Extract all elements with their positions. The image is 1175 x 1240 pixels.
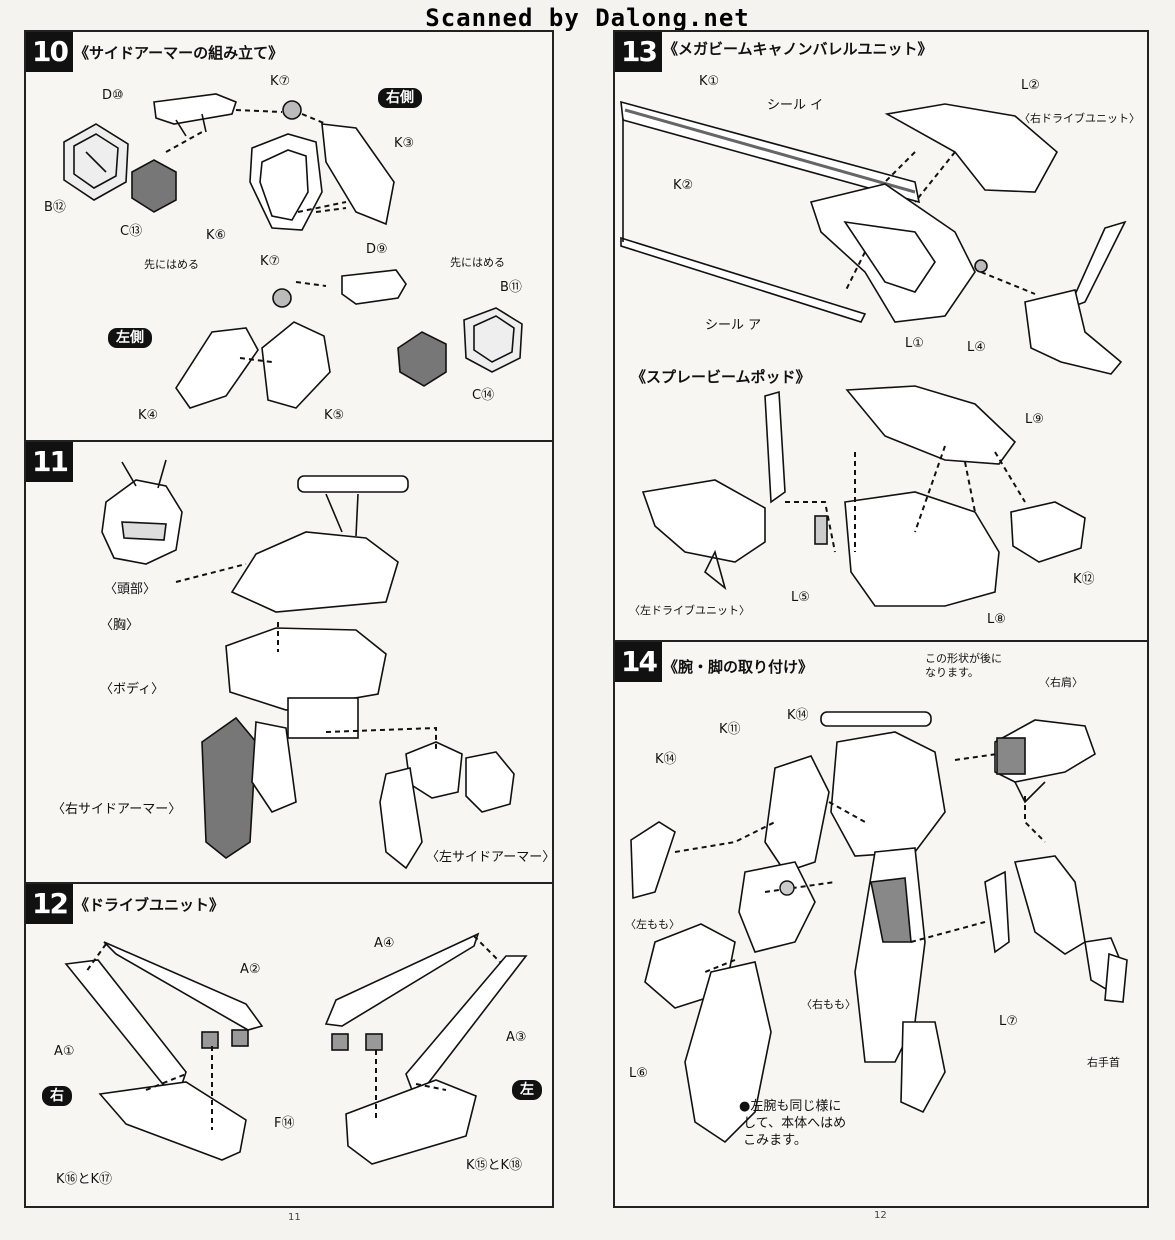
label-seal-a: シール ア — [705, 318, 762, 333]
step-12-illustration — [64, 932, 528, 1165]
label-k2: K② — [673, 178, 694, 193]
label-b11: B⑪ — [500, 280, 522, 295]
label-left-side-armor: 〈左サイドアーマー〉 — [426, 850, 554, 865]
label-k12: K⑫ — [1073, 572, 1095, 587]
right-badge: 右 — [42, 1086, 72, 1106]
step-11-panel: 11 〈頭部〉 〈胸〉 〈ボディ〉 — [24, 440, 554, 886]
label-c13: C⑬ — [120, 224, 143, 239]
label-left-thigh: 〈左もも〉 — [625, 918, 680, 931]
label-left-drive-unit: 〈左ドライブユニット〉 — [629, 604, 750, 617]
label-f14: F⑭ — [274, 1116, 295, 1131]
right-side-badge: 右側 — [378, 88, 422, 108]
label-k16-k17: K⑯とK⑰ — [56, 1172, 113, 1187]
step-14-illustration — [630, 711, 1128, 1144]
label-seal-i: シール イ — [767, 98, 824, 113]
step-10-panel: 10 《サイドアーマーの組み立て》 右側 左側 — [24, 30, 554, 444]
step-14-panel: 14 《腕・脚の取り付け》 — [613, 640, 1149, 1208]
label-b12: B⑫ — [44, 200, 66, 215]
label-k6: K⑥ — [206, 228, 227, 243]
label-right-drive-unit: 〈右ドライブユニット〉 — [1019, 112, 1140, 125]
label-l8: L⑧ — [987, 612, 1006, 627]
label-l5: L⑤ — [791, 590, 810, 605]
page-number-right: 12 — [874, 1210, 887, 1221]
label-k3: K③ — [394, 136, 415, 151]
left-side-badge: 左側 — [108, 328, 152, 348]
step-10-illustration — [63, 93, 523, 409]
label-shape-note: この形状が後に なります。 — [925, 652, 1002, 679]
label-right-side-armor: 〈右サイドアーマー〉 — [52, 802, 182, 817]
label-d10: D⑩ — [102, 88, 124, 103]
label-l4: L④ — [967, 340, 986, 355]
step-12-number: 12 — [26, 884, 73, 924]
label-right-thigh: 〈右もも〉 — [801, 998, 856, 1011]
label-k1: K① — [699, 74, 720, 89]
label-l2: L② — [1021, 78, 1040, 93]
label-a4: A④ — [374, 936, 395, 951]
label-k7-right: K⑦ — [270, 74, 291, 89]
page-number-left: 11 — [288, 1212, 301, 1223]
label-k11: K⑪ — [719, 722, 741, 737]
label-head: 〈頭部〉 — [104, 582, 157, 597]
label-k15-k18: K⑮とK⑱ — [466, 1158, 523, 1173]
step-14-title: 《腕・脚の取り付け》 — [663, 658, 814, 676]
step-12-panel: 12 《ドライブユニット》 右 左 A② A① F⑭ K⑯とK⑰ — [24, 882, 554, 1208]
step-13-subtitle: 《スプレービームポッド》 — [631, 368, 811, 386]
watermark: Scanned by Dalong.net — [425, 4, 750, 32]
step-10-number: 10 — [26, 32, 73, 72]
label-a3: A③ — [506, 1030, 527, 1045]
label-right-wrist: 右手首 — [1087, 1056, 1120, 1069]
step-12-title: 《ドライブユニット》 — [74, 896, 225, 914]
label-d9: D⑨ — [366, 242, 388, 257]
step-13-illustration — [620, 100, 1127, 607]
label-a1: A① — [54, 1044, 75, 1059]
label-l7: L⑦ — [999, 1014, 1018, 1029]
label-k14-left: K⑭ — [655, 752, 677, 767]
step-11-number: 11 — [26, 442, 73, 482]
label-k7-left: K⑦ — [260, 254, 281, 269]
label-c14: C⑭ — [472, 388, 495, 403]
step-13-title: 《メガビームキャノンバレルユニット》 — [663, 40, 933, 58]
label-a2: A② — [240, 962, 261, 977]
step-13-number: 13 — [615, 32, 662, 72]
label-k5: K⑤ — [324, 408, 345, 423]
left-badge: 左 — [512, 1080, 542, 1100]
label-fit-first-right: 先にはめる — [450, 256, 505, 269]
label-l1: L① — [905, 336, 924, 351]
label-l6: L⑥ — [629, 1066, 648, 1081]
step-14-number: 14 — [615, 642, 662, 682]
step-11-illustration — [101, 459, 515, 870]
label-chest: 〈胸〉 — [100, 618, 140, 633]
step-13-panel: 13 《メガビームキャノンバレルユニット》 《スプレービームポッド》 — [613, 30, 1149, 644]
label-fit-first-left: 先にはめる — [144, 258, 199, 271]
step-14-note: ●左腕も同じ様に して、本体へはめ こみます。 — [739, 1099, 847, 1148]
label-k14-top: K⑭ — [787, 708, 809, 723]
label-k4: K④ — [138, 408, 159, 423]
step-10-title: 《サイドアーマーの組み立て》 — [74, 44, 284, 62]
label-right-shoulder: 〈右肩〉 — [1039, 676, 1083, 689]
label-l9: L⑨ — [1025, 412, 1044, 427]
label-body: 〈ボディ〉 — [100, 682, 165, 697]
